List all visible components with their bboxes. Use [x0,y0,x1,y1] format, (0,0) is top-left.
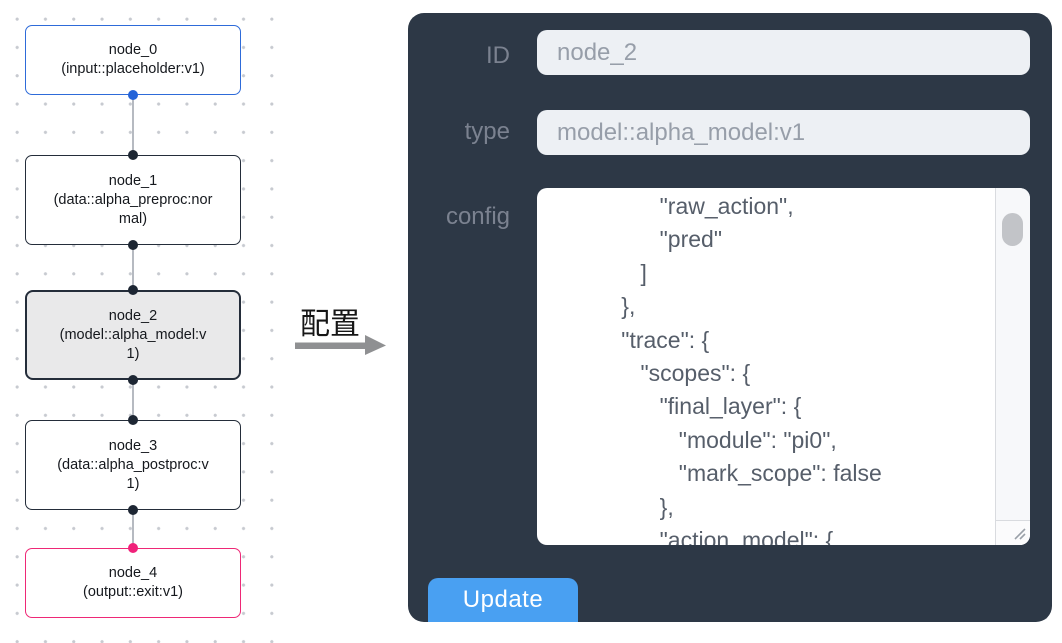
target-handle-node_2[interactable] [128,285,138,295]
edge-node2-node3 [132,380,134,420]
node-type: (output::exit:v1) [83,584,183,600]
config-scrollbar-thumb[interactable] [1002,213,1023,246]
node-name: node_2 [108,307,158,324]
type-input[interactable]: model::alpha_model:v1 [537,110,1030,155]
edge-node3-node4 [132,510,134,548]
node-type: (input::placeholder:v1) [61,61,205,77]
node-type: (data::alpha_postproc:v1) [57,456,209,492]
flow-node-node_0[interactable]: node_0 (input::placeholder:v1) [25,25,241,95]
node-name: node_4 [108,565,158,581]
flow-node-node_4[interactable]: node_4 (output::exit:v1) [25,548,241,618]
id-field-label: ID [486,42,510,69]
source-handle-node_1[interactable] [128,240,138,250]
resize-handle-icon[interactable] [1010,524,1028,542]
source-handle-node_2[interactable] [128,375,138,385]
target-handle-node_1[interactable] [128,150,138,160]
source-handle-node_3[interactable] [128,505,138,515]
edge-node0-node1 [132,95,134,155]
config-field-label: config [445,203,510,230]
config-scrollbar[interactable] [995,188,1030,545]
node-name: node_0 [108,42,158,58]
flow-node-node_2-selected[interactable]: node_2 (model::alpha_model:v1) [25,290,241,380]
type-field-label: type [464,118,510,145]
update-button[interactable]: Update [428,578,578,622]
source-handle-node_0[interactable] [128,90,138,100]
target-handle-node_4[interactable] [128,543,138,553]
node-type: (data::alpha_preproc:normal) [53,191,213,227]
edge-node1-node2 [132,245,134,290]
right-arrow-icon [295,335,386,355]
node-type: (model::alpha_model:v1) [59,326,207,362]
flow-node-node_1[interactable]: node_1 (data::alpha_preproc:normal) [25,155,241,245]
node-name: node_3 [108,437,158,454]
id-input[interactable]: node_2 [537,30,1030,75]
config-annotation-label: 配置 [300,308,360,341]
node-config-panel: ID node_2 type model::alpha_model:v1 con… [408,13,1052,622]
target-handle-node_3[interactable] [128,415,138,425]
config-textarea[interactable]: "raw_action", "pred" ] }, "trace": { "sc… [537,188,1030,545]
flow-node-node_3[interactable]: node_3 (data::alpha_postproc:v1) [25,420,241,510]
config-scrollbar-corner [996,520,1030,545]
node-name: node_1 [108,172,158,189]
config-json-text[interactable]: "raw_action", "pred" ] }, "trace": { "sc… [621,193,882,545]
